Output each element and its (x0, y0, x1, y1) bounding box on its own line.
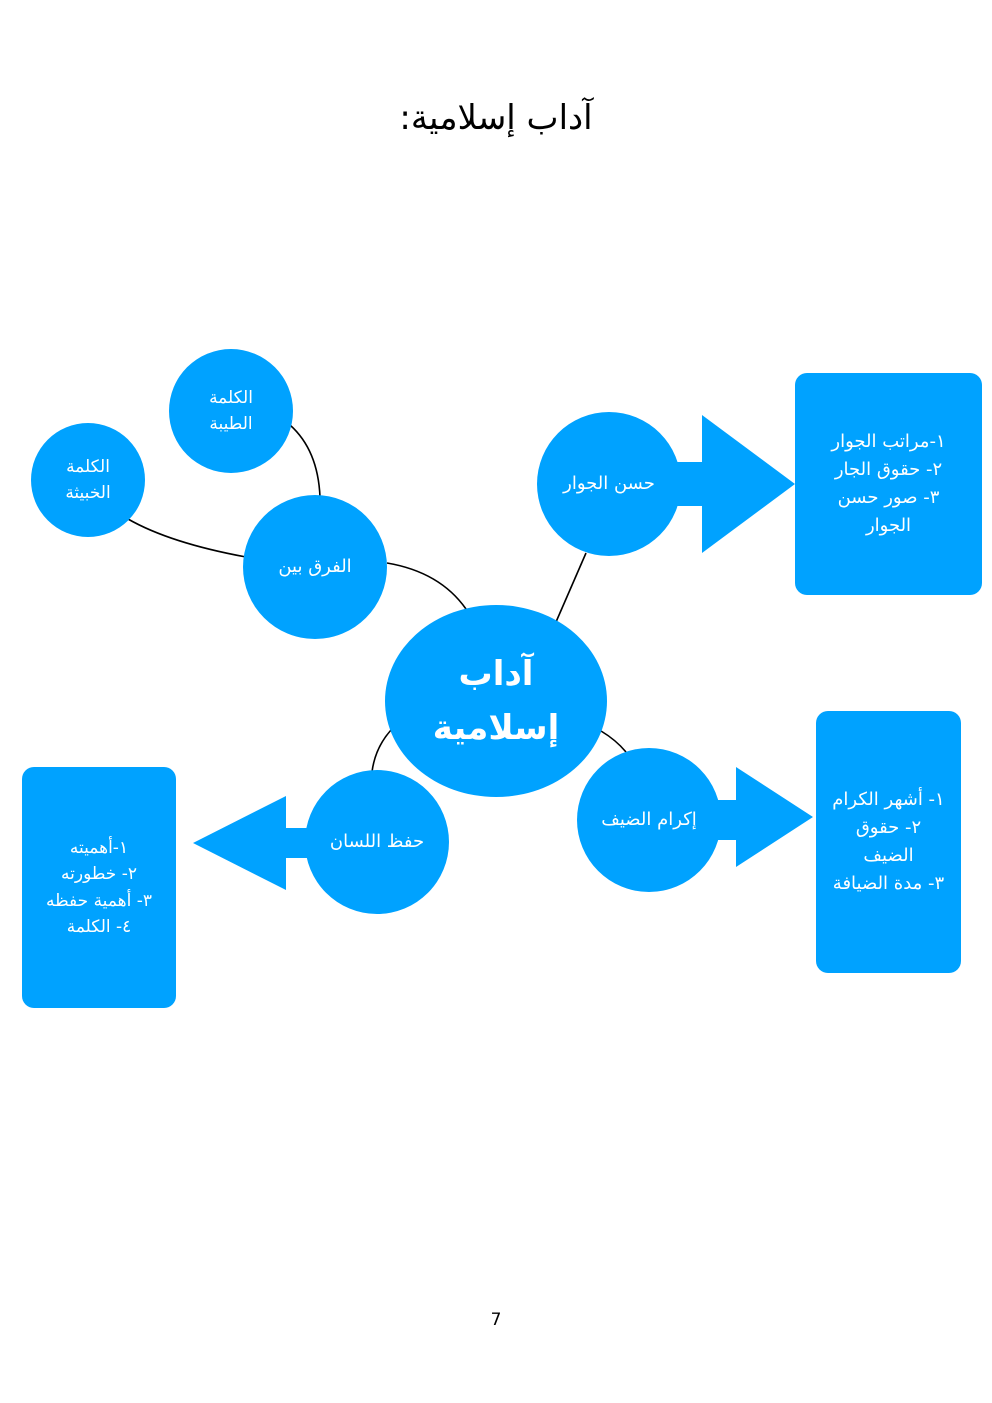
center-label: آداب إسلامية (385, 640, 607, 762)
text-line: آداب (458, 653, 534, 694)
node-neighbor (537, 412, 681, 556)
box-guest (816, 711, 961, 973)
neighbor-label: حسن الجوار (563, 473, 655, 495)
list-item: ٢- حقوق الجار (834, 459, 943, 481)
node-good-word (169, 349, 293, 473)
list-item: ٣- مدة الضيافة (832, 872, 945, 894)
node-guest (577, 748, 721, 892)
node-center (385, 605, 607, 797)
list-item: ٢- حقوق (855, 817, 922, 839)
arrow-tongue-head (193, 796, 286, 890)
list-item: ٣- أهمية حفظه (46, 890, 153, 911)
guest-box-text: ١- أشهر الكرام ٢- حقوق الضيف ٣- مدة الضيافة (816, 711, 961, 973)
box-neighbor (795, 373, 982, 595)
tongue-label: حفظ اللسان (329, 831, 425, 853)
list-item: الضيف (863, 845, 914, 866)
tongue-box-text: ١-أهميته ٢- خطورته ٣- أهمية حفظه ٤- الكلمة (22, 767, 176, 1008)
node-tongue (305, 770, 449, 914)
connector-guest (600, 730, 627, 753)
node-difference (243, 495, 387, 639)
guest-label: إكرام الضيف (601, 809, 697, 831)
arrow-tongue-shaft (283, 828, 309, 858)
list-item: ٢- خطورته (61, 864, 137, 885)
list-item: ٣- صور حسن (837, 487, 940, 508)
good-word-label: الكلمة الطيبة (169, 372, 293, 450)
text-line: إسلامية (432, 708, 560, 748)
list-item: ١-مراتب الجوار (831, 431, 946, 453)
list-item: ٤- الكلمة (66, 916, 132, 937)
arrow-guest-head (736, 767, 813, 867)
connector-bad-word (127, 518, 247, 558)
list-item: ١-أهميته (69, 837, 129, 858)
connector-neighbor (555, 552, 587, 623)
neighbor-box-text: ١-مراتب الجوار ٢- حقوق الجار ٣- صور حسن الج… (795, 373, 982, 595)
text-line: الكلمة (209, 387, 253, 408)
connector-difference (386, 562, 467, 610)
text-line: الطيبة (209, 414, 253, 434)
node-bad-word (31, 423, 145, 537)
box-tongue (22, 767, 176, 1008)
list-item: ١- أشهر الكرام (832, 789, 945, 811)
text-line: الخبيثة (65, 483, 111, 503)
connector-tongue (371, 729, 392, 773)
arrow-neighbor-head (702, 415, 795, 553)
text-line: الكلمة (66, 456, 110, 477)
difference-label: الفرق بين (278, 556, 352, 578)
bad-word-label: الكلمة الخبيثة (31, 442, 145, 518)
connector-good-word (289, 424, 321, 498)
page-number: 7 (490, 1310, 502, 1330)
list-item: الجوار (865, 514, 912, 536)
page-title: آداب إسلامية: (399, 98, 593, 138)
